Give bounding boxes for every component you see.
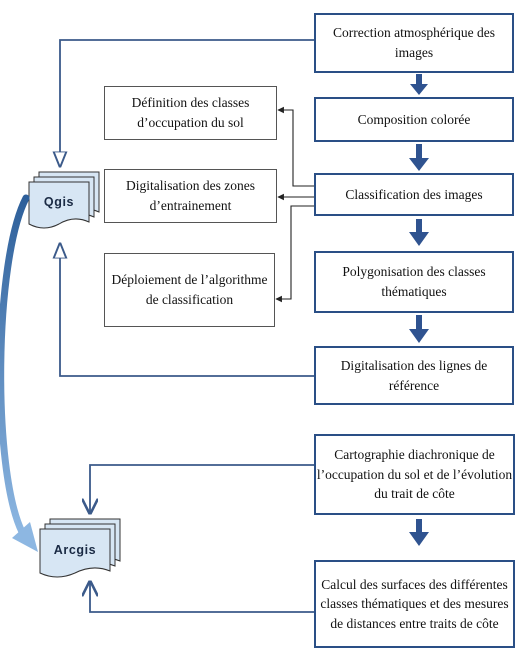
step-cartographie-diachronique: Cartographie diachronique de l’occupatio… [314,434,515,515]
step-composition-coloree: Composition colorée [314,97,514,142]
step-label: Composition colorée [357,111,471,127]
substep-label: Déploiement de l’algorithme de classific… [111,272,268,307]
down-arrow-icon [410,74,428,95]
step-label: Correction atmosphérique des images [333,25,495,60]
classification-substep-connectors [275,106,314,303]
step-polygonisation: Polygonisation des classes thématiques [314,251,514,313]
step-digitalisation-lignes: Digitalisation des lignes de référence [314,346,514,405]
step-calcul-surfaces: Calcul des surfaces des différentes clas… [314,560,515,648]
substep-label: Définition des classes d’occupation du s… [131,95,250,130]
arcgis-label: Arcgis [54,543,97,557]
step-label: Classification des images [345,186,483,202]
qgis-label: Qgis [44,195,74,209]
substep-definition-classes: Définition des classes d’occupation du s… [104,86,277,140]
down-arrow-icon [409,219,429,246]
down-arrow-icon [409,315,429,343]
flow-down-arrows [409,74,429,546]
step-label: Polygonisation des classes thématiques [342,264,486,299]
connector-cartographie-to-arcgis [90,464,314,513]
step-correction-atmospherique: Correction atmosphérique des images [314,13,514,73]
step-label: Calcul des surfaces des différentes clas… [320,576,509,631]
down-arrow-icon [409,144,429,171]
substep-digitalisation-zones: Digitalisation des zones d’entrainement [104,169,277,223]
qgis-icon[interactable]: Qgis [28,171,100,229]
connector-correction-to-qgis [60,39,314,166]
connector-calcul-to-arcgis [90,582,314,613]
substep-label: Digitalisation des zones d’entrainement [126,178,255,213]
down-arrow-icon [409,519,429,546]
qgis-to-arcgis-arrow [0,194,38,552]
step-label: Cartographie diachronique de l’occupatio… [316,447,513,502]
arcgis-icon[interactable]: Arcgis [39,518,121,578]
substep-deploiement-algorithme: Déploiement de l’algorithme de classific… [104,253,275,327]
step-label: Digitalisation des lignes de référence [340,357,488,393]
step-classification: Classification des images [314,173,514,216]
connector-lignes-to-qgis [60,244,314,377]
